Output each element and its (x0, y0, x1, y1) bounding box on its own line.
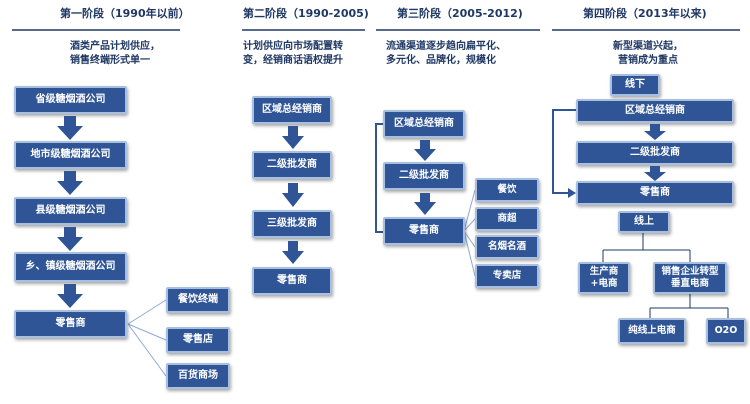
down-arrow-icon (644, 124, 666, 140)
stage3-description: 流通渠道逐步趋向扁平化、 多元化、品牌化，规模化 (386, 40, 506, 68)
stage1-branch-box: 零售店 (166, 327, 230, 353)
stage3-chain-box: 二级批发商 (383, 162, 465, 190)
stage3-desc-line1: 流通渠道逐步趋向扁平化、 (386, 41, 506, 52)
down-arrow-icon (414, 193, 436, 215)
stage3-chain-box: 零售商 (383, 217, 465, 245)
stage3-desc-line2: 多元化、品牌化，规模化 (386, 55, 496, 66)
stage2-chain-box: 区域总经销商 (252, 96, 332, 124)
stage3-title: 第三阶段（2005-2012) (397, 7, 523, 20)
online-child-box: 销售企业转型垂直电商 (653, 262, 727, 294)
stage4-online-tree (602, 232, 729, 318)
down-arrow-icon (644, 166, 666, 181)
stage3-chain-box: 区域总经销商 (383, 110, 465, 138)
stage2-desc-line2: 变，经销商话语权提升 (243, 55, 343, 66)
down-arrow-icon (57, 284, 83, 308)
online-grandchild-box: 纯线上电商 (618, 318, 686, 344)
down-arrow-icon (282, 183, 304, 207)
stage4-bracket-arrowhead (568, 188, 576, 198)
stage1-chain-box: 零售商 (14, 310, 127, 338)
stage1-branch-box: 餐饮终端 (166, 287, 230, 313)
down-arrow-icon (414, 140, 436, 161)
stage1-chain-box: 地市级糖烟酒公司 (14, 141, 127, 169)
stage1-desc-line1: 酒类产品计划供应， (70, 41, 160, 52)
stage2-desc-line1: 计划供应向市场配置转 (243, 41, 343, 52)
stage4-bracket (552, 109, 576, 194)
stage1-chain-box: 乡、镇级糖烟酒公司 (14, 252, 127, 282)
online-label-box: 线上 (618, 211, 670, 233)
stage4-chain-box: 二级批发商 (576, 141, 734, 165)
stage1-chain-box: 省级糖烟酒公司 (14, 86, 127, 114)
down-arrow-icon (57, 171, 83, 195)
stage3-branch-lines (463, 189, 476, 277)
stage3-bracket (375, 123, 383, 233)
stage4-desc-line1: 新型渠道兴起， (613, 41, 683, 52)
down-arrow-icon (282, 241, 304, 264)
stage4-desc-line2: 营销成为重点 (618, 55, 678, 66)
stage3-branch-box: 名烟名酒 (475, 235, 539, 259)
stage4-chain-box: 零售商 (576, 181, 734, 205)
stage1-chain-box: 县级糖烟酒公司 (14, 197, 127, 225)
down-arrow-icon (57, 227, 83, 251)
down-arrow-icon (57, 116, 83, 140)
stage1-title: 第一阶段（1990年以前） (60, 7, 190, 20)
stage4-description: 新型渠道兴起， 营销成为重点 (613, 40, 683, 68)
stage3-branch-box: 餐饮 (475, 178, 539, 202)
stage2-title: 第二阶段（1990-2005) (243, 7, 369, 20)
stage2-description: 计划供应向市场配置转 变，经销商话语权提升 (243, 40, 343, 68)
stage1-branch-box: 百货商场 (166, 363, 230, 389)
stage1-branch-lines (127, 299, 167, 377)
offline-label-box: 线下 (610, 74, 660, 96)
stage1-description: 酒类产品计划供应， 销售终端形式单一 (70, 40, 160, 68)
stage2-chain-box: 零售商 (252, 267, 332, 295)
online-child-box: 生产商+电商 (578, 262, 630, 294)
stage3-branch-box: 商超 (475, 207, 539, 231)
stage2-chain-box: 二级批发商 (252, 151, 332, 179)
stage4-chain-box: 区域总经销商 (576, 99, 734, 123)
stage4-title: 第四阶段（2013年以来) (583, 7, 707, 20)
stage2-chain-box: 三级批发商 (252, 210, 332, 238)
online-grandchild-box: O2O (706, 318, 746, 344)
stage1-desc-line2: 销售终端形式单一 (70, 55, 150, 66)
stage3-branch-box: 专卖店 (475, 264, 539, 288)
down-arrow-icon (282, 126, 304, 149)
